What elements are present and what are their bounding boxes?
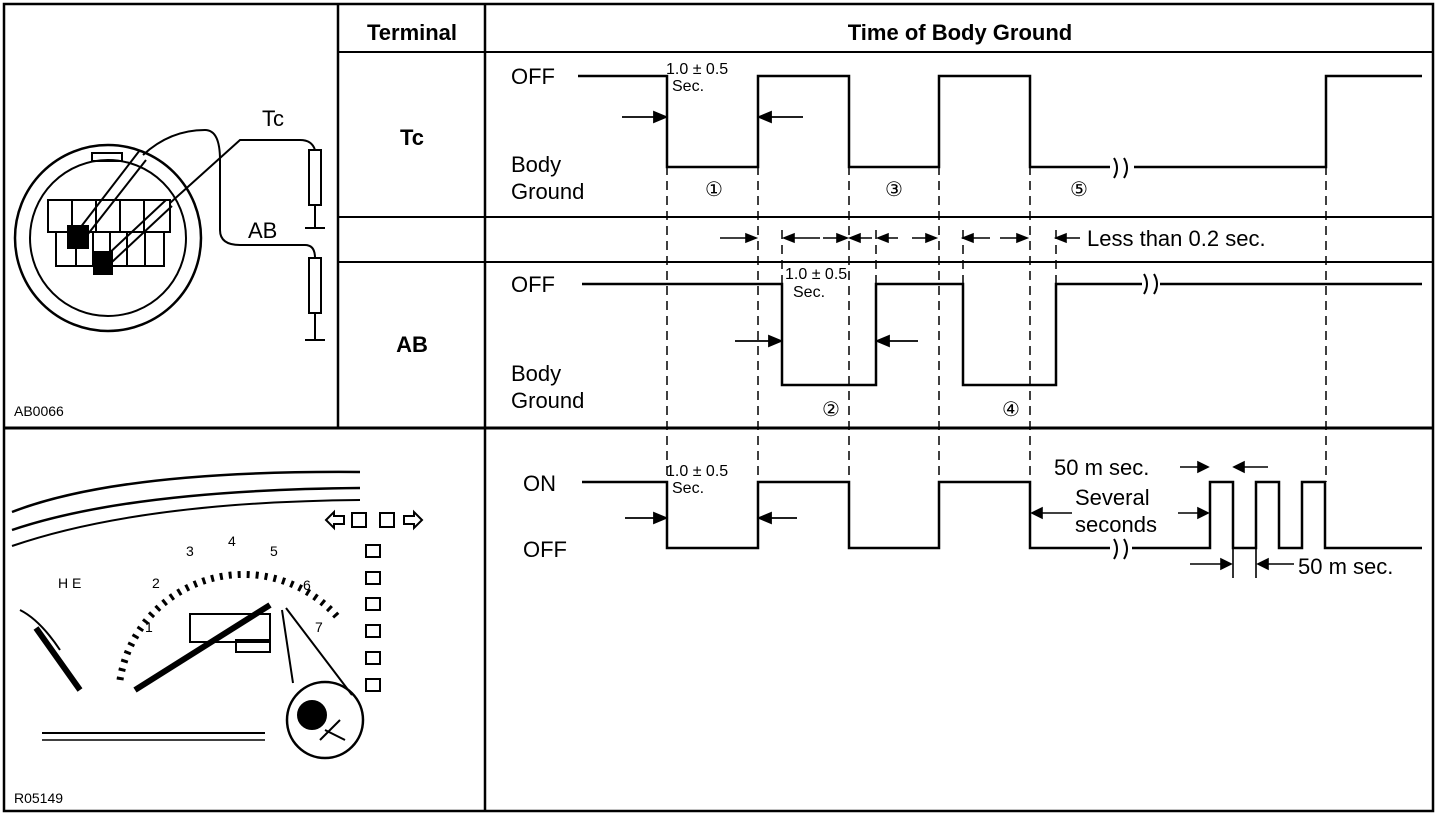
warning-off-label: OFF — [523, 537, 567, 562]
tc-dimension-arrow — [622, 110, 803, 124]
ab-ground-label: Ground — [511, 388, 584, 413]
ab-timing-unit: Sec. — [793, 284, 825, 301]
pulse-bottom-arrow — [1190, 548, 1294, 578]
ab-row: OFF Body Ground 1.0 ± 0.5 Sec. ② ④ — [511, 266, 1422, 421]
less-than-note: Less than 0.2 sec. — [1087, 226, 1266, 251]
middle-row — [720, 232, 1080, 244]
tc-row: OFF Body Ground 1.0 ± 0.5 Sec. ① ③ ⑤ — [511, 61, 1422, 204]
ab-marker-4: ④ — [1002, 399, 1020, 421]
several-label-line2: seconds — [1075, 512, 1157, 537]
timing-guides — [666, 76, 1327, 548]
several-seconds-arrow — [1030, 506, 1210, 520]
terminal-tc-label: Tc — [400, 125, 424, 150]
warning-row: ON OFF 1.0 ± 0.5 Sec. 50 m sec. Several … — [523, 455, 1422, 579]
warning-dimension-arrow — [625, 511, 797, 525]
warning-timing-value: 1.0 ± 0.5 — [666, 463, 728, 480]
ab-timing-value: 1.0 ± 0.5 — [785, 266, 847, 283]
terminal-ab-label: AB — [396, 332, 428, 357]
tc-break-mark — [1113, 157, 1128, 179]
tc-body-label: Body — [511, 152, 561, 177]
tc-off-label: OFF — [511, 64, 555, 89]
ab-marker-2: ② — [822, 399, 840, 421]
gauge-number-5: 5 — [270, 543, 278, 559]
warning-waveform-end — [1132, 480, 1422, 550]
tc-waveform-end — [1134, 74, 1422, 169]
cluster-gauge-numbers: 1 2 3 4 5 6 7 H E — [58, 533, 323, 635]
warning-timing-unit: Sec. — [672, 480, 704, 497]
cluster-illustration — [11, 470, 424, 760]
warning-on-label: ON — [523, 471, 556, 496]
tc-marker-1: ① — [705, 179, 723, 201]
tc-marker-5: ⑤ — [1070, 179, 1088, 201]
tc-timing-value: 1.0 ± 0.5 — [666, 61, 728, 78]
pulse-top-arrow — [1180, 460, 1268, 474]
gauge-number-6: 6 — [303, 577, 311, 593]
gauge-number-4: 4 — [228, 533, 236, 549]
tc-ground-label: Ground — [511, 179, 584, 204]
connector-code: AB0066 — [14, 403, 64, 419]
ab-break-mark — [1143, 273, 1158, 295]
gauge-number-1: 1 — [145, 619, 153, 635]
gauge-number-3: 3 — [186, 543, 194, 559]
pulse-bottom-label: 50 m sec. — [1298, 554, 1393, 579]
time-of-body-ground-header: Time of Body Ground — [848, 20, 1072, 45]
pulse-top-label: 50 m sec. — [1054, 455, 1149, 480]
connector-tc-label: Tc — [262, 106, 284, 131]
ab-off-label: OFF — [511, 272, 555, 297]
connector-illustration — [13, 128, 325, 341]
warning-break-mark — [1113, 538, 1128, 560]
table-grid — [2, 2, 1435, 813]
terminal-header: Terminal — [367, 20, 457, 45]
gauge-number-7: 7 — [315, 619, 323, 635]
tc-timing-unit: Sec. — [672, 78, 704, 95]
gauge-number-2: 2 — [152, 575, 160, 591]
ab-waveform — [582, 282, 1142, 387]
ab-body-label: Body — [511, 361, 561, 386]
several-label-line1: Several — [1075, 485, 1150, 510]
connector-ab-label: AB — [248, 218, 277, 243]
ab-dimension-arrow — [735, 334, 918, 348]
gauge-side-letters: H E — [58, 575, 81, 591]
cluster-code: R05149 — [14, 790, 63, 806]
tc-marker-3: ③ — [885, 179, 903, 201]
warning-waveform — [582, 480, 1110, 550]
